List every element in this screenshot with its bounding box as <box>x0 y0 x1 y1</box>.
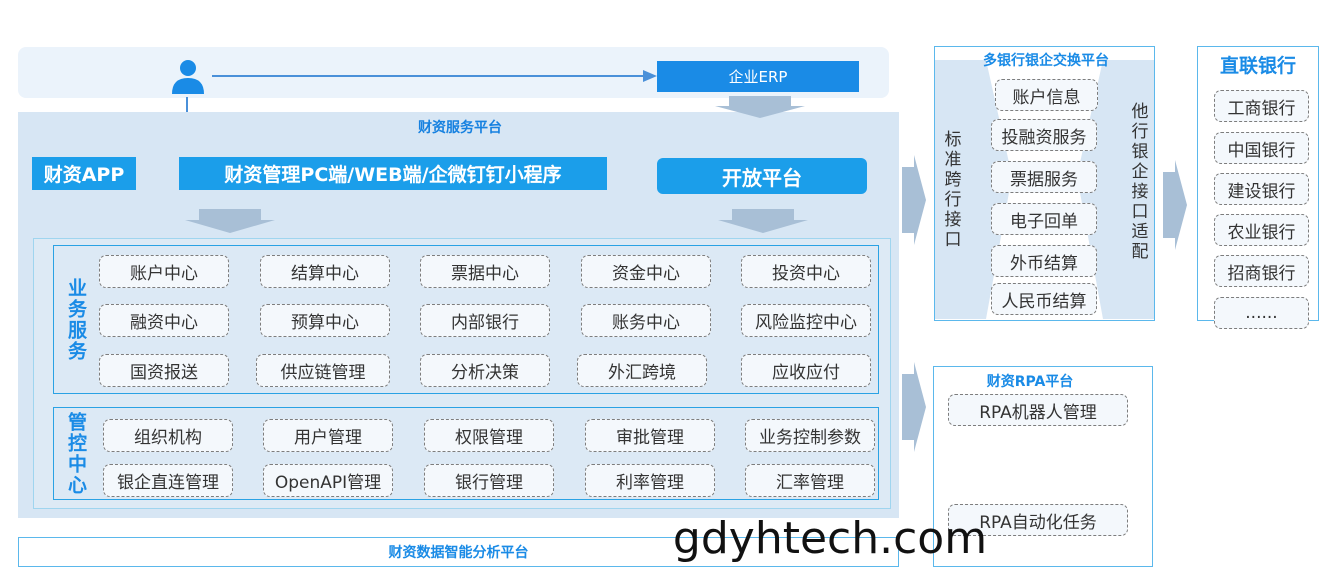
module-approval-management[interactable]: 审批管理 <box>585 419 715 452</box>
channel-app[interactable]: 财资APP <box>32 157 136 190</box>
module-permission-management[interactable]: 权限管理 <box>424 419 554 452</box>
module-account-center[interactable]: 账户中心 <box>99 255 229 288</box>
block-arrow-down-icon <box>185 209 275 233</box>
bank-boc[interactable]: 中国银行 <box>1214 132 1309 164</box>
channel-pc-web[interactable]: 财资管理PC端/WEB端/企微钉钉小程序 <box>179 157 607 190</box>
module-fx-crossborder[interactable]: 外汇跨境 <box>577 354 707 387</box>
block-arrow-right-icon <box>1163 160 1187 250</box>
watermark-text: gdyhtech.com <box>672 512 988 564</box>
module-bill-center[interactable]: 票据中心 <box>420 255 550 288</box>
module-fund-center[interactable]: 资金中心 <box>581 255 711 288</box>
analytics-platform[interactable]: 财资数据智能分析平台 <box>18 537 899 567</box>
arrow-right-icon <box>643 70 657 82</box>
exchange-rmb-settlement[interactable]: 人民币结算 <box>991 283 1097 315</box>
bank-more: ...... <box>1214 297 1309 329</box>
module-financing-center[interactable]: 融资中心 <box>99 304 229 337</box>
module-accounting-center[interactable]: 账务中心 <box>581 304 711 337</box>
module-internal-bank[interactable]: 内部银行 <box>420 304 550 337</box>
multibank-title: 多银行银企交换平台 <box>983 53 1109 69</box>
module-analysis-decision[interactable]: 分析决策 <box>420 354 550 387</box>
module-supply-chain[interactable]: 供应链管理 <box>256 354 390 387</box>
module-budget-center[interactable]: 预算中心 <box>260 304 390 337</box>
direct-banks-title: 直联银行 <box>1219 54 1296 77</box>
platform-title: 财资服务平台 <box>418 120 502 136</box>
user-icon <box>170 58 206 94</box>
rpa-title: 财资RPA平台 <box>986 374 1074 390</box>
exchange-account-info[interactable]: 账户信息 <box>995 79 1098 111</box>
other-bank-adapter-label: 他行银企接口适配 <box>1127 102 1148 262</box>
exchange-e-receipt[interactable]: 电子回单 <box>991 203 1097 235</box>
module-risk-monitoring-center[interactable]: 风险监控中心 <box>741 304 871 337</box>
exchange-investment-financing[interactable]: 投融资服务 <box>991 119 1097 151</box>
standard-interface-label: 标准跨行接口 <box>940 130 961 250</box>
module-business-control-params[interactable]: 业务控制参数 <box>745 419 875 452</box>
block-arrow-down-icon <box>718 209 808 233</box>
module-interest-rate-management[interactable]: 利率管理 <box>585 464 715 497</box>
block-arrow-right-icon <box>902 362 926 452</box>
module-bank-management[interactable]: 银行管理 <box>424 464 554 497</box>
erp-box[interactable]: 企业ERP <box>657 61 859 92</box>
exchange-foreign-currency[interactable]: 外币结算 <box>991 245 1097 277</box>
block-arrow-down-icon <box>715 96 805 118</box>
module-openapi-management[interactable]: OpenAPI管理 <box>263 464 393 497</box>
bank-icbc[interactable]: 工商银行 <box>1214 90 1309 122</box>
business-services-label: 业务服务 <box>65 278 87 362</box>
rpa-automation-task[interactable]: RPA自动化任务 <box>948 504 1128 536</box>
module-bank-direct-connect[interactable]: 银企直连管理 <box>103 464 233 497</box>
module-investment-center[interactable]: 投资中心 <box>741 255 871 288</box>
block-arrow-right-icon <box>902 155 926 245</box>
module-state-asset-report[interactable]: 国资报送 <box>99 354 229 387</box>
channel-open-platform[interactable]: 开放平台 <box>657 158 867 194</box>
module-receivable-payable[interactable]: 应收应付 <box>741 354 871 387</box>
module-user-management[interactable]: 用户管理 <box>263 419 393 452</box>
module-exchange-rate-management[interactable]: 汇率管理 <box>745 464 875 497</box>
module-organization[interactable]: 组织机构 <box>103 419 233 452</box>
user-to-erp-line <box>212 75 647 77</box>
bank-ccb[interactable]: 建设银行 <box>1214 173 1309 205</box>
bank-abc[interactable]: 农业银行 <box>1214 214 1309 246</box>
module-settlement-center[interactable]: 结算中心 <box>260 255 390 288</box>
exchange-bill-service[interactable]: 票据服务 <box>991 161 1097 193</box>
control-center-label: 管控中心 <box>65 412 87 496</box>
rpa-robot-management[interactable]: RPA机器人管理 <box>948 394 1128 426</box>
bank-cmb[interactable]: 招商银行 <box>1214 255 1309 287</box>
